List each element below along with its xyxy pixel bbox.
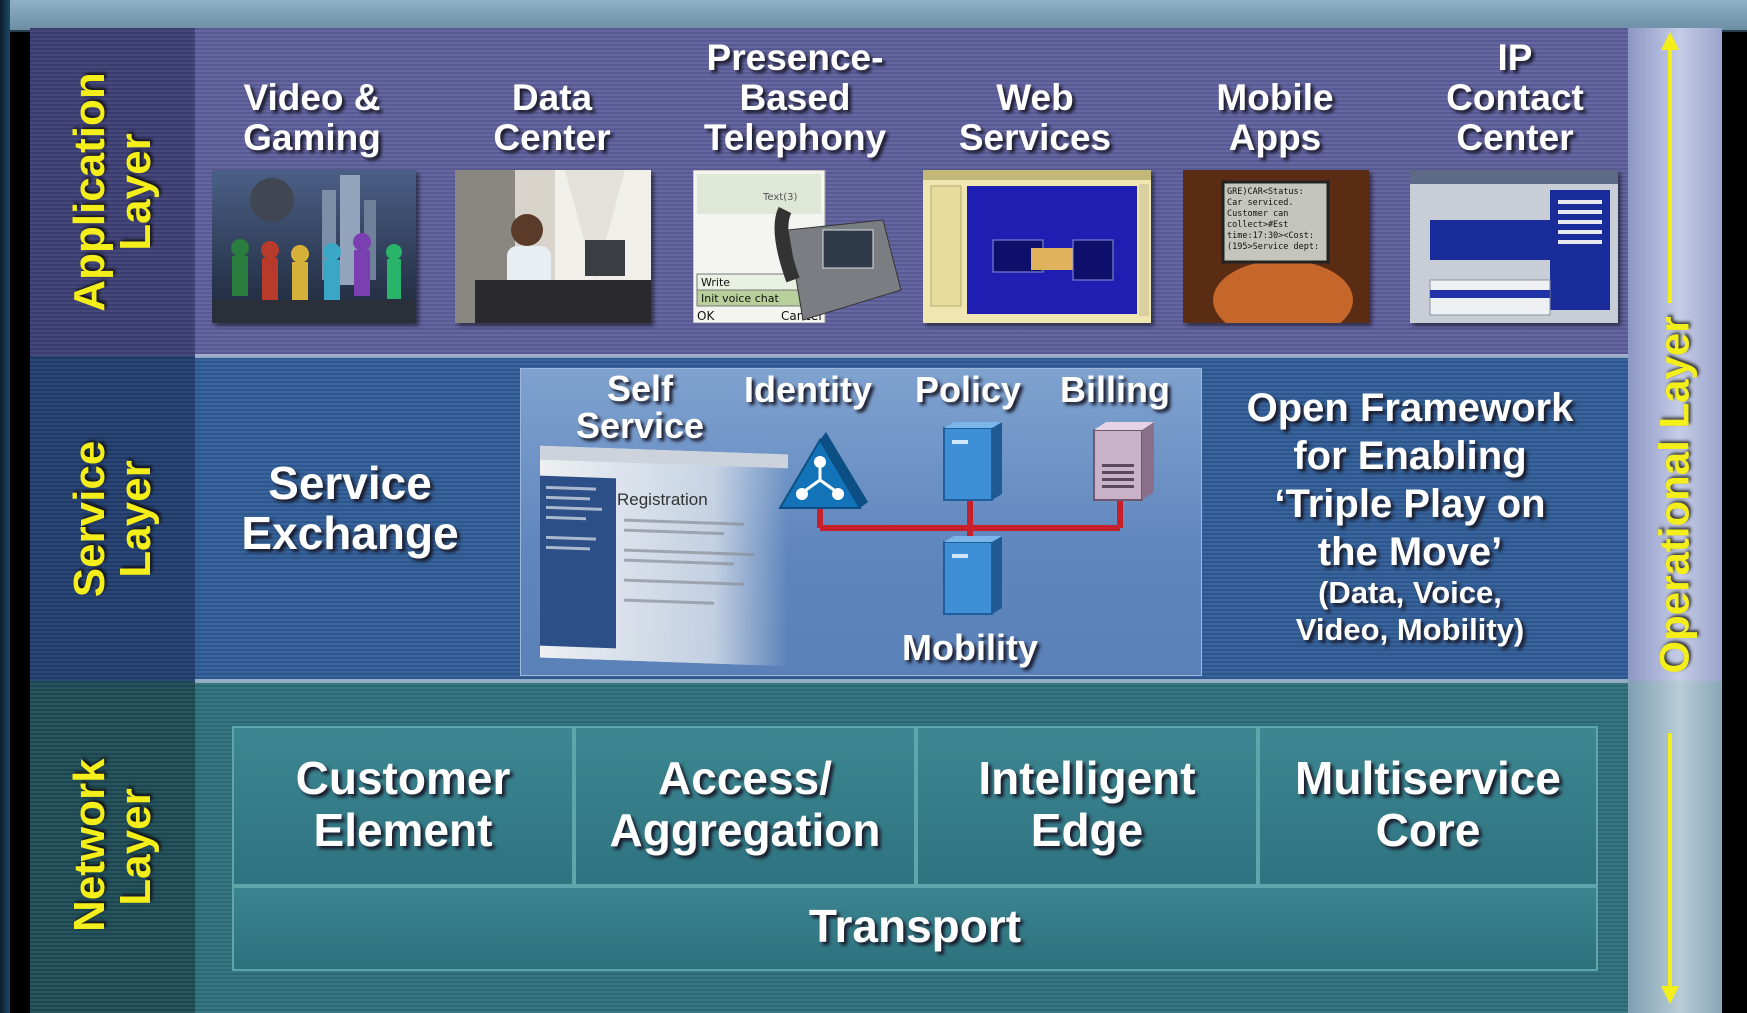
access-aggregation-label: Access/Aggregation (609, 752, 881, 856)
left-border (0, 0, 10, 1013)
billing-label: Billing (1060, 369, 1170, 410)
data-center-image (455, 170, 651, 323)
network-layer-label: Network Layer (64, 758, 160, 932)
billing-server-icon (1093, 422, 1154, 501)
svg-text:Text(3): Text(3) (762, 192, 797, 203)
phone-ok-text: OK (697, 309, 715, 323)
registration-label: Registration (617, 490, 708, 509)
web-services-image (923, 170, 1151, 323)
network-layer-column: Network Layer (30, 681, 195, 1013)
network-cell-customer-element (232, 726, 574, 886)
presence-telephony-image: Text(3) Write Init voice chat OK Cancel (693, 170, 903, 323)
mobile-screen-line: time:17:30><Cost: (1227, 231, 1314, 241)
video-gaming-image (212, 170, 416, 323)
mobile-screen-line: Car serviced. (1227, 198, 1294, 208)
service-connector-graphics (778, 422, 1154, 615)
app-title-video-gaming: Video &Gaming (243, 77, 381, 158)
operational-arrows (1661, 32, 1679, 1004)
mobile-screen-line: GRE)CAR<Status: (1227, 187, 1304, 197)
transport-label: Transport (808, 900, 1022, 952)
network-transport-bar (232, 886, 1598, 971)
phone-write-text: Write (701, 276, 730, 289)
ip-phone-icon (774, 206, 902, 321)
service-layer-column: Service Layer (30, 356, 195, 681)
self-service-registration-image (540, 445, 788, 667)
band-separator (30, 354, 1628, 358)
mobile-apps-image: GRE)CAR<Status: Car serviced. Customer c… (1183, 170, 1369, 323)
mobile-screen-line: Customer can (1227, 209, 1288, 219)
operational-layer-label-wrap: Operational Layer (1628, 290, 1722, 700)
band-separator (30, 679, 1628, 683)
policy-server-icon (943, 422, 1002, 501)
network-cell-access-aggregation (574, 726, 916, 886)
network-cell-intelligent-edge (916, 726, 1258, 886)
network-cell-multiservice-core (1258, 726, 1598, 886)
operational-layer-column-lower (1628, 681, 1722, 1013)
application-layer-label: Application Layer (64, 72, 160, 312)
application-layer-column: Application Layer (30, 28, 195, 356)
service-layer-label: Service Layer (64, 440, 160, 597)
ip-contact-center-image (1410, 170, 1618, 323)
down-arrow-icon (1661, 733, 1679, 1004)
up-arrow-icon (1661, 32, 1679, 303)
operational-layer-label: Operational Layer (1651, 316, 1698, 674)
policy-label: Policy (914, 369, 1022, 410)
mobile-screen-line: collect>#Est (1227, 220, 1288, 230)
open-framework-subtext: (Data, Voice, Video, Mobility) (1295, 575, 1525, 647)
identity-icon (778, 432, 868, 509)
identity-label: Identity (743, 369, 872, 410)
phone-chat-text: Init voice chat (701, 292, 779, 305)
mobility-server-icon (943, 536, 1002, 615)
mobility-label: Mobility (902, 627, 1038, 668)
mobile-screen-line: (195>Service dept: (1227, 242, 1319, 252)
open-framework-text: Open Framework for Enabling ‘Triple Play… (1246, 386, 1574, 574)
